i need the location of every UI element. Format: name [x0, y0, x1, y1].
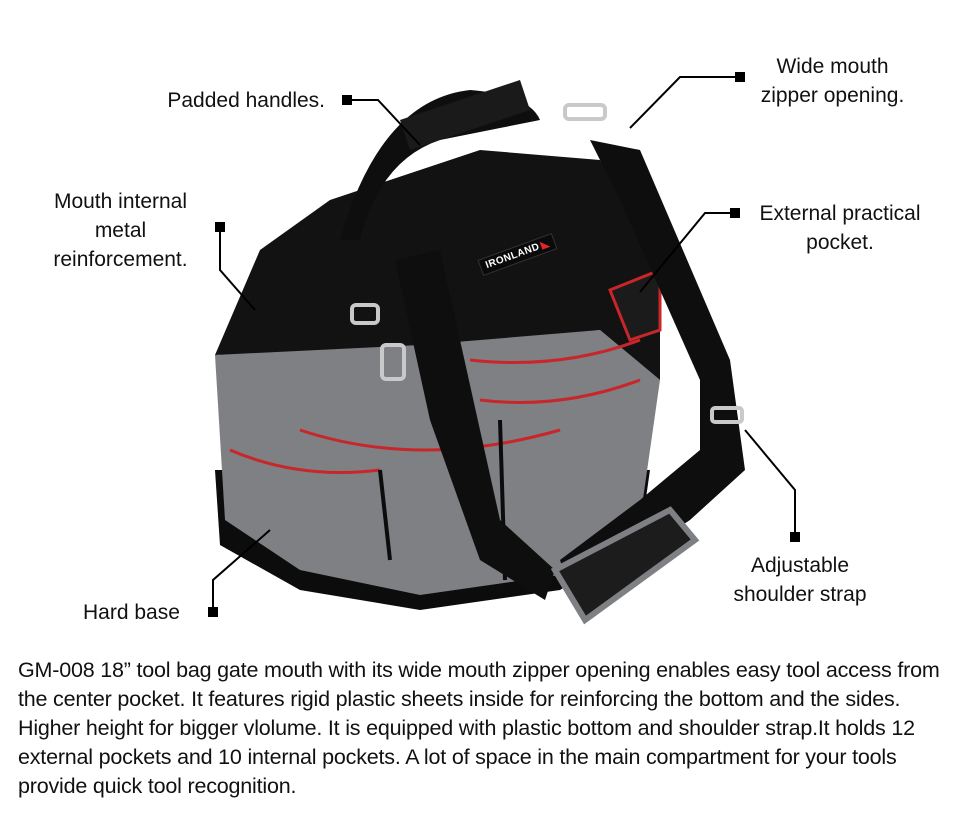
- callout-marker-base: [208, 607, 218, 617]
- callout-marker-zipper: [735, 72, 745, 82]
- callout-marker-handles: [342, 95, 352, 105]
- callout-external-pocket: External practical pocket.: [759, 202, 921, 254]
- callout-adjustable-strap: Adjustable shoulder strap: [733, 554, 867, 606]
- product-description: GM-008 18” tool bag gate mouth with its …: [18, 658, 940, 798]
- tool-bag-illustration: [212, 76, 796, 625]
- brand-mark-icon: ◣: [539, 237, 551, 252]
- callout-marker-pocket: [730, 208, 740, 218]
- callout-mouth-reinforcement: Mouth internal metal reinforcement.: [53, 190, 188, 271]
- callout-wide-mouth: Wide mouth zipper opening.: [760, 55, 905, 107]
- callout-marker-reinforcement: [215, 222, 225, 232]
- callout-padded-handles: Padded handles.: [167, 89, 325, 112]
- callout-marker-strap: [790, 532, 800, 542]
- callout-hard-base: Hard base: [83, 601, 180, 624]
